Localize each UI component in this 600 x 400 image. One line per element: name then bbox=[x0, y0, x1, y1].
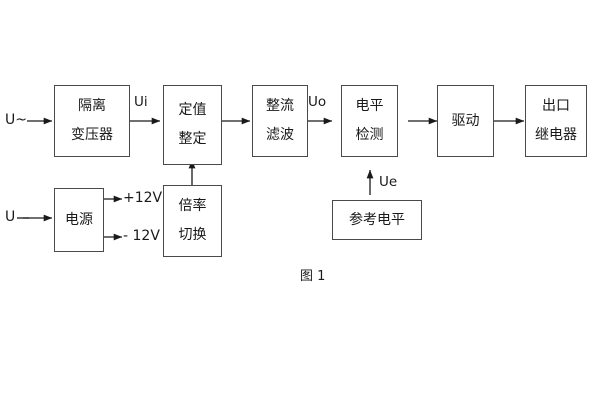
figure-caption: 图 1 bbox=[300, 269, 326, 284]
signal-label-ui: Ui bbox=[134, 94, 148, 110]
block-line: 整定 bbox=[178, 131, 207, 147]
block-drive[interactable]: 驱动 bbox=[437, 85, 494, 157]
block-line: 倍率 bbox=[178, 198, 207, 215]
block-line: 隔离 bbox=[78, 98, 106, 115]
signal-label-uo: Uo bbox=[308, 94, 327, 110]
block-line: 检测 bbox=[355, 127, 384, 143]
block-power-supply[interactable]: 电源 bbox=[54, 188, 104, 252]
rail-label-positive: +12V bbox=[123, 190, 163, 206]
block-line: 切换 bbox=[178, 227, 207, 243]
input-label-ac: U~ bbox=[5, 112, 27, 128]
block-level-detection[interactable]: 电平 检测 bbox=[341, 85, 398, 157]
block-line: 参考电平 bbox=[349, 211, 405, 228]
block-setting-value[interactable]: 定值 整定 bbox=[163, 85, 222, 165]
block-rectifier-filter[interactable]: 整流 滤波 bbox=[252, 85, 308, 157]
block-line: 电源 bbox=[65, 211, 93, 228]
input-label-dc: U bbox=[5, 209, 16, 225]
block-reference-level[interactable]: 参考电平 bbox=[332, 200, 422, 240]
rail-label-negative: - 12V bbox=[123, 228, 160, 244]
block-line: 定值 bbox=[178, 102, 207, 119]
block-line: 继电器 bbox=[535, 127, 577, 143]
block-line: 整流 bbox=[266, 98, 294, 115]
block-output-relay[interactable]: 出口 继电器 bbox=[525, 85, 587, 157]
block-line: 出口 bbox=[542, 98, 570, 115]
block-line: 滤波 bbox=[266, 127, 294, 143]
block-line: 电平 bbox=[355, 98, 384, 115]
block-isolation-transformer[interactable]: 隔离 变压器 bbox=[54, 85, 130, 157]
block-line: 驱动 bbox=[451, 112, 480, 129]
block-line: 变压器 bbox=[71, 127, 113, 143]
signal-label-ue: Ue bbox=[379, 174, 398, 190]
block-multiplier-switch[interactable]: 倍率 切换 bbox=[163, 185, 222, 257]
